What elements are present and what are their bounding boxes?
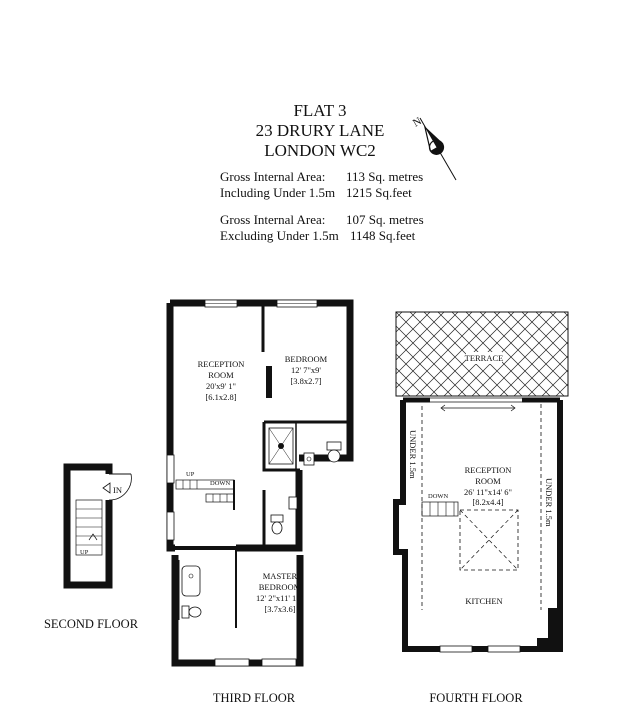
fourth-reception-imperial: 26' 11"x14' 6": [464, 487, 512, 497]
master-bedroom-imperial: 12' 2"x11' 10": [256, 593, 304, 603]
bedroom-imperial: 12' 7"x9': [291, 365, 321, 375]
fourth-reception-name-1: RECEPTION: [465, 465, 512, 475]
window: [166, 511, 175, 541]
title-block: FLAT 3 23 DRURY LANE LONDON WC2: [256, 101, 385, 160]
stairs-down-label: DOWN: [210, 480, 231, 487]
area-table: Gross Internal Area: 113 Sq. metres Incl…: [220, 169, 424, 243]
entry-in-label: IN: [113, 485, 122, 495]
gross-inc-value: 113 Sq. metres: [346, 169, 423, 184]
stairs-up-label: UP: [186, 471, 195, 478]
bathtub-icon: [181, 565, 201, 597]
address-line-3: LONDON WC2: [264, 141, 376, 160]
address-line-1: FLAT 3: [293, 101, 346, 120]
skylight-icon: [459, 509, 519, 571]
compass-north-label: N: [411, 115, 424, 129]
fourth-floor-label: FOURTH FLOOR: [429, 691, 523, 705]
entry-arrow-icon: [102, 482, 111, 494]
exc-value: 1148 Sq.feet: [350, 228, 416, 243]
gross-exc-label: Gross Internal Area:: [220, 212, 325, 227]
second-floor-label: SECOND FLOOR: [44, 617, 139, 631]
inc-label: Including Under 1.5m: [220, 185, 335, 200]
reception-room-name-1: RECEPTION: [198, 359, 245, 369]
reception-room-name-2: ROOM: [208, 370, 234, 380]
shower-icon: [268, 427, 294, 465]
window: [439, 645, 473, 653]
window: [261, 658, 297, 667]
sink-icon: [303, 452, 315, 466]
terrace-label: TERRACE: [465, 353, 504, 363]
gross-inc-label: Gross Internal Area:: [220, 169, 325, 184]
bedroom-name: BEDROOM: [285, 354, 328, 364]
sink-icon: [288, 496, 298, 510]
second-floor-plan: IN UP: [63, 463, 132, 589]
compass-icon: N: [411, 115, 457, 181]
window: [214, 658, 250, 667]
toilet-icon: [181, 605, 202, 619]
kitchen-label: KITCHEN: [465, 596, 502, 606]
fourth-floor-plan: TERRACE DOWN U: [393, 311, 569, 653]
under-left-label: UNDER 1.5m: [408, 430, 418, 479]
master-bedroom-name-2: BEDROOM: [259, 582, 302, 592]
third-floor-label: THIRD FLOOR: [213, 691, 296, 705]
third-floor-plan: UP DOWN RECEPTION ROOM 20'x9' 1" [6.1x2.…: [166, 299, 354, 667]
fourth-floor-stairs: [421, 501, 459, 517]
address-line-2: 23 DRURY LANE: [256, 121, 385, 140]
fourth-reception-metric: [8.2x4.4]: [472, 497, 503, 507]
fourth-reception-name-2: ROOM: [475, 476, 501, 486]
exc-label: Excluding Under 1.5m: [220, 228, 339, 243]
master-bedroom-metric: [3.7x3.6]: [264, 604, 295, 614]
second-floor-stairs: [75, 499, 103, 556]
reception-room-imperial: 20'x9' 1": [206, 381, 236, 391]
gross-exc-value: 107 Sq. metres: [346, 212, 424, 227]
under-right-label: UNDER 1.5m: [544, 478, 554, 527]
third-floor-stairs: [175, 479, 235, 510]
toilet-icon: [326, 441, 342, 463]
second-floor-up-label: UP: [80, 549, 89, 556]
inc-value: 1215 Sq.feet: [346, 185, 412, 200]
window: [166, 454, 175, 484]
window: [487, 645, 521, 653]
master-bedroom-name-1: MASTER: [263, 571, 298, 581]
fourth-stairs-down-label: DOWN: [428, 493, 449, 500]
toilet-icon: [270, 514, 284, 535]
bedroom-metric: [3.8x2.7]: [290, 376, 321, 386]
reception-room-metric: [6.1x2.8]: [205, 392, 236, 402]
